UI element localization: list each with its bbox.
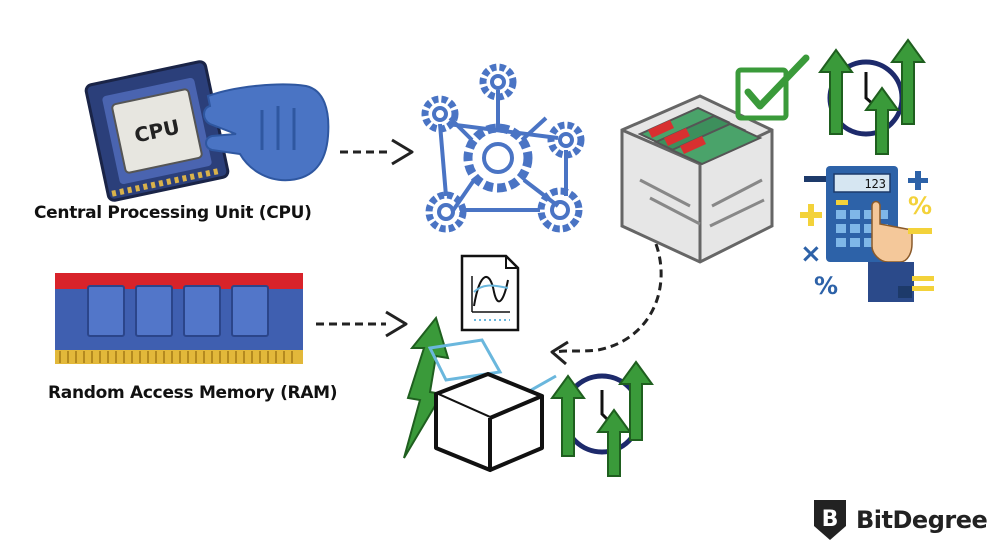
calculator-icon: 123	[826, 166, 914, 302]
bitdegree-wordmark: BitDegree	[856, 506, 988, 534]
ram-module-icon	[55, 273, 303, 364]
bottom-clock-growth-icon	[550, 360, 654, 477]
mining-rig-icon	[620, 94, 774, 264]
arrow-cpu-to-network	[340, 138, 414, 166]
bitdegree-logo-letter: B	[822, 507, 839, 532]
cpu-chip-icon: CPU	[84, 60, 230, 202]
box-icon	[427, 338, 557, 472]
calculator-display: 123	[864, 177, 886, 191]
gear-network-icon	[421, 63, 585, 233]
document-chart-icon	[460, 254, 520, 332]
svg-text:%: %	[814, 272, 838, 300]
arrow-ram-to-box	[316, 310, 408, 338]
ram-caption: Random Access Memory (RAM)	[48, 383, 338, 403]
bitdegree-shield-icon: B	[814, 500, 846, 540]
cpu-caption: Central Processing Unit (CPU)	[34, 203, 312, 223]
clock-growth-icon	[818, 38, 926, 155]
bitdegree-logo: B BitDegree	[812, 494, 988, 546]
math-symbols-icon: % × %	[800, 171, 934, 300]
checkbox-checked-icon	[735, 54, 810, 121]
zigzag-growth-arrow-icon	[403, 315, 450, 459]
svg-text:%: %	[908, 192, 932, 220]
svg-text:×: ×	[800, 239, 822, 269]
arrow-rig-to-clock	[550, 243, 663, 366]
hand-icon	[203, 83, 330, 182]
